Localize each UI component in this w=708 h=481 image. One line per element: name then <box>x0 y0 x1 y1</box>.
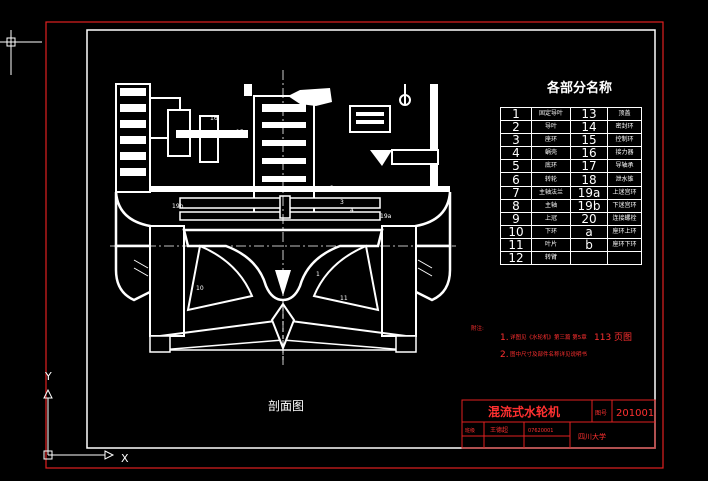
callout-label: 10 <box>196 285 204 292</box>
parts-cell: 14 <box>570 120 608 135</box>
parts-cell: 底环 <box>531 159 571 174</box>
parts-cell: 4 <box>500 146 532 161</box>
parts-cell: 15 <box>570 133 608 148</box>
parts-cell: 导叶 <box>531 120 571 135</box>
parts-cell: 8 <box>500 198 532 213</box>
axis-x-label: X <box>121 452 129 465</box>
callout-label: 2 <box>330 185 334 192</box>
parts-cell: 固定导叶 <box>531 106 571 122</box>
parts-cell: 上迷宫环 <box>607 185 642 200</box>
parts-cell: 下环 <box>531 224 571 239</box>
ucs-axis-icon <box>43 388 115 460</box>
note-2-text: 图中尺寸及部件名称详见说明书 <box>510 350 588 358</box>
parts-cell: 转轮 <box>531 172 571 187</box>
parts-cell: a <box>570 224 608 239</box>
callout-label: 11 <box>340 295 348 302</box>
note-2-prefix: 2. <box>500 350 509 360</box>
notes-block: 附注: 1. 详图见《水轮机》第三篇 第5章 113 页图 2. 图中尺寸及部件… <box>471 324 632 360</box>
parts-cell: 20 <box>570 211 608 226</box>
row2-label: 班级 <box>465 427 475 434</box>
parts-cell: 主轴 <box>531 198 571 213</box>
parts-cell: 18 <box>570 172 608 187</box>
callout-label: 3 <box>340 199 344 206</box>
note-1-suffix: 113 页图 <box>594 332 632 343</box>
parts-cell: 17 <box>570 159 608 174</box>
drawing-code: 201001 <box>616 408 654 419</box>
parts-cell: 蜗壳 <box>531 146 571 161</box>
parts-cell: 6 <box>500 172 532 187</box>
parts-cell: 转臂 <box>531 251 571 266</box>
parts-cell: 叶片 <box>531 237 571 253</box>
drawing-code-label: 图号 <box>595 410 607 417</box>
parts-cell: 16 <box>570 146 608 161</box>
parts-cell: 19a <box>570 185 608 200</box>
parts-cell: 1 <box>500 106 532 122</box>
school-name: 四川大学 <box>578 432 606 441</box>
parts-cell <box>570 251 608 266</box>
parts-list-title: 各部分名称 <box>546 80 612 96</box>
axis-y-label: Y <box>44 370 52 383</box>
parts-cell: 密封环 <box>607 120 642 135</box>
parts-cell: 座环上环 <box>607 224 642 239</box>
parts-cell: 3 <box>500 133 532 148</box>
callout-label: 16 <box>210 115 218 122</box>
parts-cell: 控制环 <box>607 133 642 148</box>
parts-cell: 10 <box>500 224 532 239</box>
turbine-section-drawing <box>110 70 456 365</box>
parts-cell: 顶盖 <box>607 106 642 122</box>
callout-label: 19a <box>380 213 392 220</box>
parts-cell: 导轴承 <box>607 159 642 174</box>
parts-cell: 13 <box>570 106 608 122</box>
note-1-text: 详图见《水轮机》第三篇 第5章 <box>510 333 587 341</box>
parts-cell: 19b <box>570 198 608 213</box>
parts-cell: 5 <box>500 159 532 174</box>
parts-cell: 12 <box>500 251 532 266</box>
parts-cell: 座环下环 <box>607 237 642 253</box>
drawing-title: 混流式水轮机 <box>488 404 560 419</box>
parts-cell: 接力器 <box>607 146 642 161</box>
crosshair-cursor-icon <box>0 30 42 75</box>
parts-cell: 上冠 <box>531 211 571 226</box>
student-number: 07620001 <box>528 428 553 434</box>
title-block <box>461 399 656 449</box>
callout-labels: 16 15 19b 10 11 2 3 4 1 19a <box>172 115 392 302</box>
parts-cell: 9 <box>500 211 532 226</box>
callout-label: 1 <box>316 271 320 278</box>
section-view-label: 剖面图 <box>268 399 304 413</box>
parts-cell: 泄水锥 <box>607 172 642 187</box>
notes-heading: 附注: <box>471 324 484 332</box>
designer-name: 王德超 <box>490 426 508 434</box>
outer-red-border <box>45 21 664 469</box>
parts-cell: 2 <box>500 120 532 135</box>
inner-white-border <box>86 29 656 449</box>
parts-cell <box>607 251 642 266</box>
parts-cell: b <box>570 237 608 253</box>
parts-cell: 7 <box>500 185 532 200</box>
callout-label: 15 <box>236 129 244 136</box>
parts-cell: 主轴法兰 <box>531 185 571 200</box>
parts-cell: 连接螺栓 <box>607 211 642 226</box>
callout-label: 4 <box>350 207 354 214</box>
callout-label: 19b <box>172 203 184 210</box>
parts-cell: 11 <box>500 237 532 253</box>
parts-cell: 下迷宫环 <box>607 198 642 213</box>
note-1-prefix: 1. <box>500 333 509 343</box>
parts-cell: 座环 <box>531 133 571 148</box>
